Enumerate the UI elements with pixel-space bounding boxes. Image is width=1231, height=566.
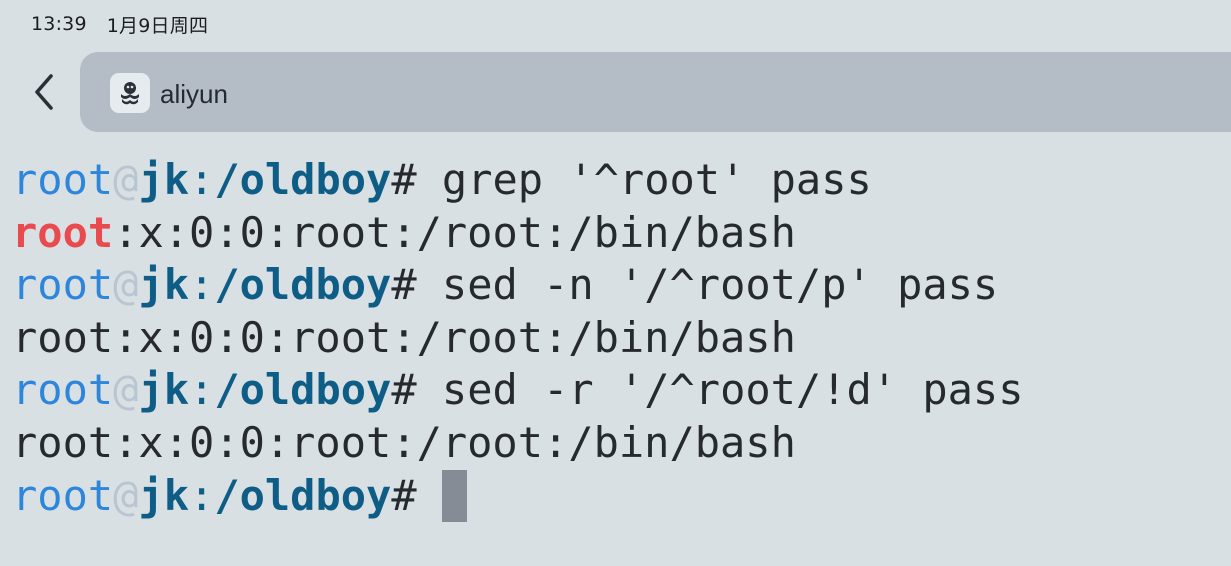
prompt-colon: : (189, 155, 215, 204)
prompt-path: /oldboy (214, 365, 392, 415)
grep-match: root (12, 207, 114, 257)
command-text: sed -r '/^root/!d' pass (441, 365, 1024, 415)
prompt-user: root (12, 260, 114, 310)
prompt-hash: # (391, 470, 442, 520)
prompt-at: @ (113, 260, 139, 310)
terminal-line: root:x:0:0:root:/root:/bin/bash (12, 312, 1231, 365)
terminal-line: root:x:0:0:root:/root:/bin/bash (12, 207, 1231, 260)
prompt-colon: : (189, 365, 215, 415)
command-text: sed -n '/^root/p' pass (441, 260, 999, 310)
prompt-hash: # (391, 155, 442, 204)
status-time: 13:39 (31, 13, 87, 35)
output-text: root:x:0:0:root:/root:/bin/bash (12, 312, 796, 362)
prompt-at: @ (113, 155, 139, 204)
terminal-line: root@jk:/oldboy# grep '^root' pass (12, 154, 1231, 207)
chevron-left-icon (35, 74, 53, 110)
prompt-path: /oldboy (214, 155, 392, 204)
prompt-at: @ (113, 470, 139, 520)
prompt-host: jk (138, 365, 190, 415)
terminal-line: root@jk:/oldboy# (12, 469, 1231, 523)
prompt-path: /oldboy (214, 260, 392, 310)
terminal-line: root:x:0:0:root:/root:/bin/bash (12, 417, 1231, 470)
terminal-line: root@jk:/oldboy# sed -n '/^root/p' pass (12, 259, 1231, 312)
status-date: 1月9日周四 (106, 14, 209, 37)
prompt-hash: # (391, 365, 442, 415)
prompt-user: root (12, 365, 114, 415)
command-text: grep '^root' pass (441, 155, 872, 204)
prompt-colon: : (189, 470, 215, 520)
prompt-colon: : (189, 260, 215, 310)
prompt-user: root (12, 155, 114, 204)
octopus-logo-icon (110, 73, 150, 113)
prompt-path: /oldboy (214, 470, 392, 520)
prompt-hash: # (391, 260, 442, 310)
tab-title[interactable]: aliyun (160, 79, 228, 109)
prompt-host: jk (138, 155, 190, 204)
prompt-host: jk (138, 260, 190, 310)
prompt-at: @ (113, 365, 139, 415)
session-tab[interactable] (80, 52, 1231, 132)
text-cursor (441, 469, 467, 522)
output-text: root:x:0:0:root:/root:/bin/bash (12, 417, 796, 467)
prompt-user: root (12, 470, 114, 520)
prompt-host: jk (138, 470, 190, 520)
output-text: :x:0:0:root:/root:/bin/bash (113, 207, 796, 257)
terminal-line: root@jk:/oldboy# sed -r '/^root/!d' pass (12, 364, 1231, 417)
back-button[interactable] (18, 66, 70, 118)
status-bar: 13:39 1月9日周四 (31, 10, 208, 38)
